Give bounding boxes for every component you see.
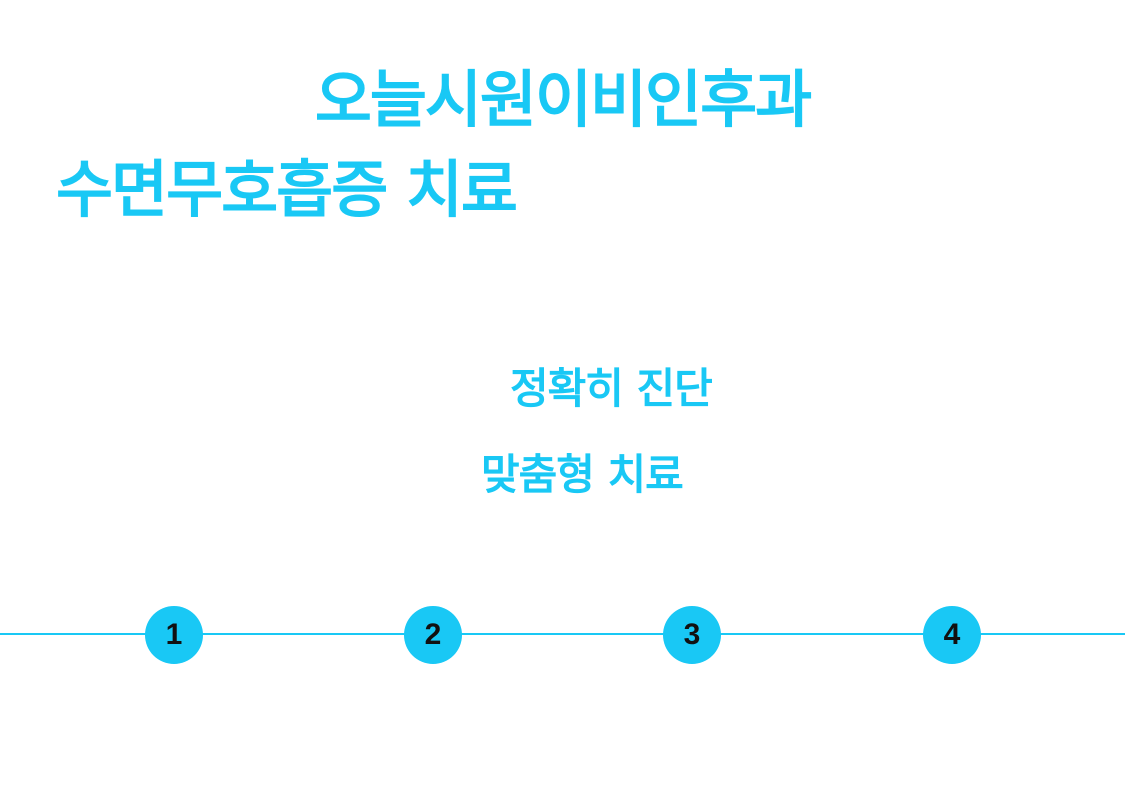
step-marker-4[interactable]: 4 <box>923 606 981 664</box>
feature-text-diagnosis: 정확히 진단 <box>510 364 713 413</box>
hero-headline-line1: 오늘시원이비인후과 <box>314 63 812 136</box>
step-timeline: 1 2 3 4 <box>0 600 1125 670</box>
timeline-line <box>0 633 1125 635</box>
step-marker-1[interactable]: 1 <box>145 606 203 664</box>
feature-text-treatment: 맞춤형 치료 <box>481 450 684 499</box>
step-marker-3[interactable]: 3 <box>663 606 721 664</box>
hero-headline-line2: 수면무호흡증 치료 <box>56 153 518 226</box>
step-marker-2[interactable]: 2 <box>404 606 462 664</box>
